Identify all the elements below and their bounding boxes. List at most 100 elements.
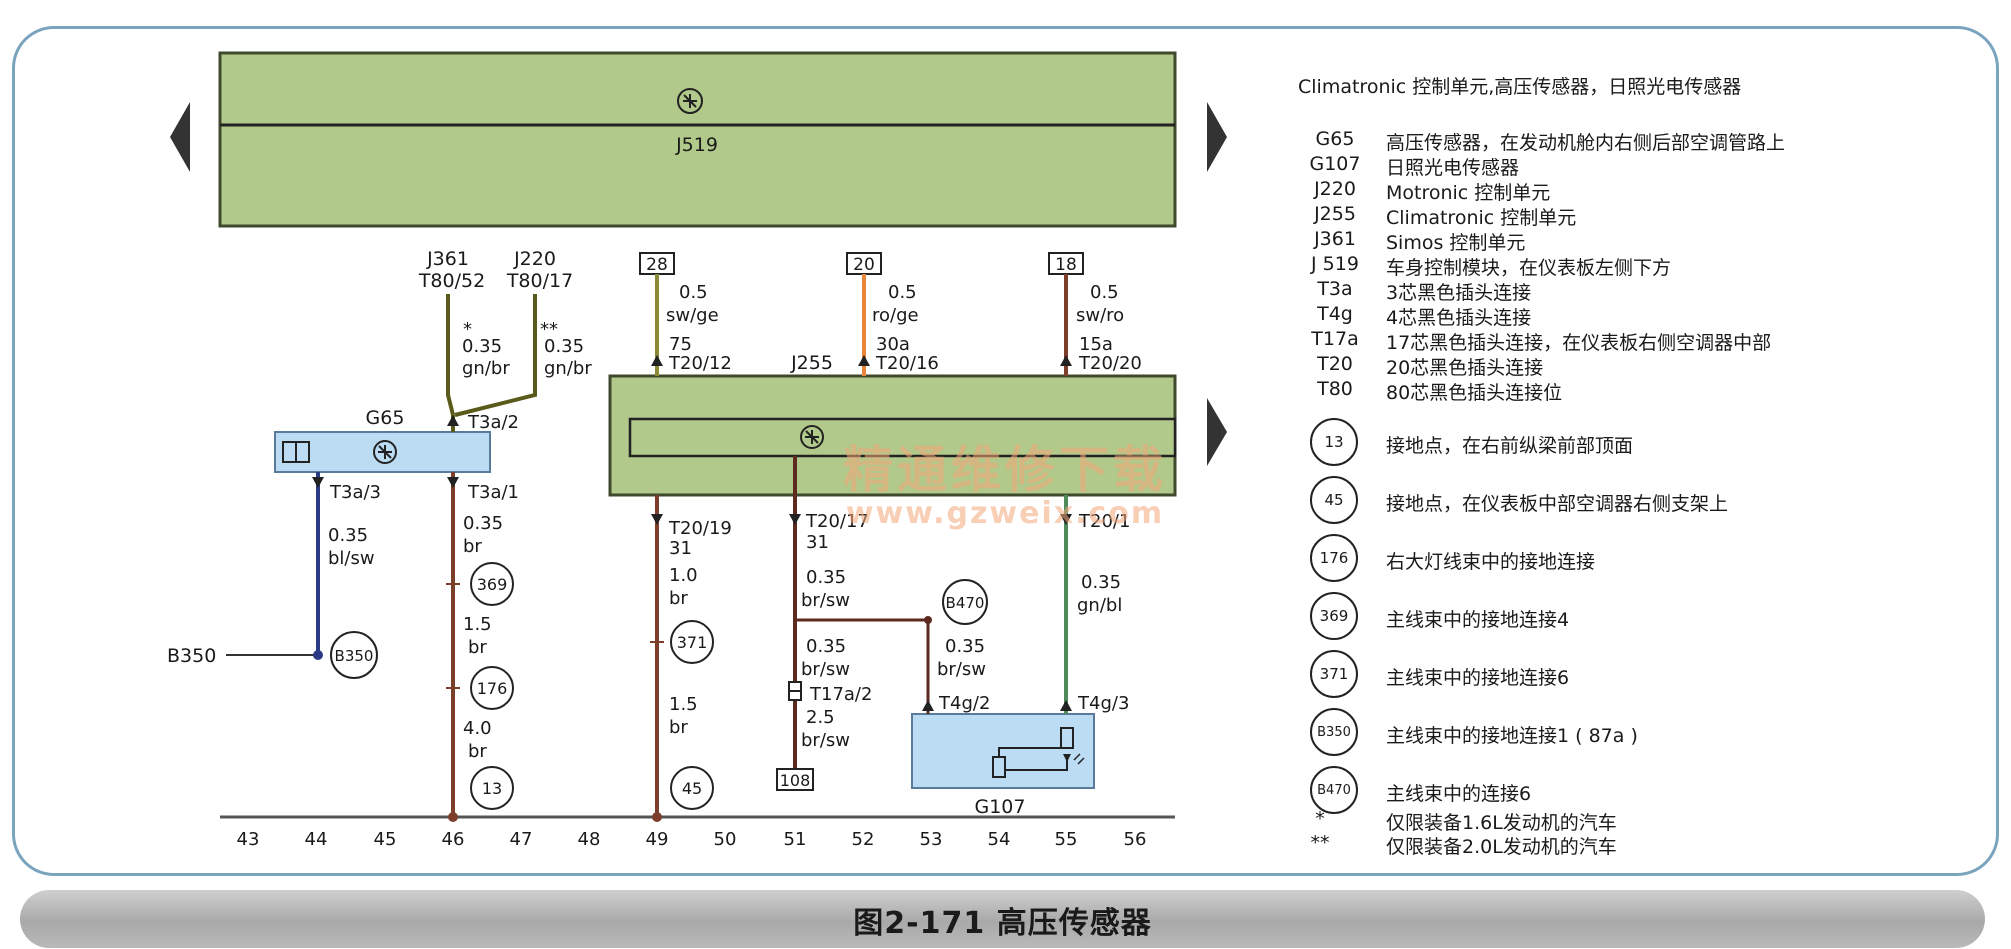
wire-color: br (463, 536, 482, 557)
track-number: 46 (442, 829, 465, 850)
wire-size: 0.35 (328, 525, 368, 546)
arrow-right-icon[interactable] (1207, 102, 1227, 172)
track-number: 54 (988, 829, 1011, 850)
ground-circle-label: B470 (946, 594, 985, 612)
legend-desc: 仅限装备2.0L发动机的汽车 (1386, 836, 1617, 858)
wire-color: gn/br (544, 358, 592, 379)
pin-t20-20: T20/20 (1078, 353, 1142, 374)
b350-lead-label: B350 (167, 645, 216, 667)
legend-desc: 3芯黑色插头连接 (1386, 282, 1532, 304)
legend-code: J361 (1314, 228, 1356, 250)
legend-desc: 17芯黑色插头连接，在仪表板右侧空调器中部 (1386, 332, 1772, 354)
ground-box-label: 108 (780, 771, 811, 790)
legend-code: ** (1310, 832, 1330, 854)
connection-circle-b470: B470 (942, 579, 988, 625)
legend-code: T3a (1317, 278, 1353, 300)
pin-t3a1: T3a/1 (467, 482, 519, 503)
legend-desc: Simos 控制单元 (1386, 232, 1526, 254)
wire-size: 1.5 (669, 694, 698, 715)
pin-t3a2: T3a/2 (467, 412, 519, 433)
fuse-box-number: 20 (853, 255, 875, 275)
legend-desc: 日照光电传感器 (1386, 157, 1520, 179)
t17a-connector-icon (788, 681, 802, 701)
ground-symbol-icon (373, 440, 397, 464)
wire-color: bl/sw (328, 548, 375, 569)
fuse-box-28: 28 (639, 252, 675, 275)
g65-label: G65 (366, 407, 405, 429)
pin-t20-12: T20/12 (668, 353, 732, 374)
legend-circle-item: 176 右大灯线束中的接地连接 (1290, 534, 1930, 590)
legend-item: T80 80芯黑色插头连接位 (1290, 378, 1930, 404)
pin-t4g3: T4g/3 (1077, 693, 1129, 714)
legend-desc: 仅限装备1.6L发动机的汽车 (1386, 812, 1617, 834)
legend-circle: B470 (1310, 766, 1358, 814)
wire-size: 0.35 (806, 567, 846, 588)
legend-desc: 主线束中的接地连接6 (1386, 667, 1570, 689)
track-number: 44 (305, 829, 328, 850)
ground-circle-371: 371 (670, 620, 714, 664)
ground-symbol-icon (677, 88, 703, 114)
pin-t4g2: T4g/2 (938, 693, 990, 714)
figure-caption: 图2-171 高压传感器 (853, 906, 1152, 941)
track-number: 45 (374, 829, 397, 850)
legend-code: T80 (1317, 378, 1353, 400)
legend-desc: 接地点，在仪表板中部空调器右侧支架上 (1386, 493, 1729, 515)
wire-color: br/sw (801, 659, 850, 680)
ground-circle-label: 371 (677, 633, 708, 652)
legend-code: G107 (1309, 153, 1361, 175)
track-number: 47 (510, 829, 533, 850)
legend-code: T20 (1317, 353, 1353, 375)
ground-circle-label: 369 (477, 575, 508, 594)
legend-item: T20 20芯黑色插头连接 (1290, 353, 1930, 379)
wire-size: 2.5 (806, 707, 835, 728)
j361-ref-label: J361 (426, 248, 469, 270)
wire-size: 0.35 (463, 513, 503, 534)
legend-note: *仅限装备1.6L发动机的汽车 (1290, 808, 1930, 834)
legend-code: T4g (1317, 303, 1353, 325)
g107-label: G107 (975, 796, 1026, 818)
ground-circle-label: B350 (335, 647, 374, 665)
j519-label: J519 (675, 134, 718, 156)
j255-module (608, 374, 1177, 497)
ground-circle-369: 369 (470, 562, 514, 606)
wire-size: 0.5 (679, 282, 708, 303)
star-note: * (463, 319, 472, 340)
legend-circle: 176 (1310, 534, 1358, 582)
legend-desc: 20芯黑色插头连接 (1386, 357, 1544, 379)
legend-desc: 高压传感器，在发动机舱内右侧后部空调管路上 (1386, 132, 1786, 154)
legend-desc: 右大灯线束中的接地连接 (1386, 551, 1596, 573)
legend-item: G107 日照光电传感器 (1290, 153, 1930, 179)
pin-t17a2: T17a/2 (809, 684, 872, 705)
pin-t20-16: T20/16 (875, 353, 939, 374)
wire-size: 4.0 (463, 718, 492, 739)
terminal-31: 31 (669, 538, 692, 559)
fuse-box-20: 20 (846, 252, 882, 275)
wire-size: 0.5 (1090, 282, 1119, 303)
ground-circle-45: 45 (670, 766, 714, 810)
legend-circle: 369 (1310, 592, 1358, 640)
legend-desc: 80芯黑色插头连接位 (1386, 382, 1563, 404)
ground-circle-label: 45 (682, 779, 702, 798)
track-number: 43 (237, 829, 260, 850)
fuse-box-number: 28 (646, 255, 668, 275)
wire-size: 1.0 (669, 565, 698, 586)
legend-desc: Motronic 控制单元 (1386, 182, 1551, 204)
ground-dot (652, 812, 662, 822)
track-number: 49 (646, 829, 669, 850)
pin-t20-17: T20/17 (805, 511, 869, 532)
double-star-note: ** (540, 319, 558, 340)
arrow-left-icon[interactable] (170, 102, 190, 172)
j220-pin-label: T80/17 (506, 270, 573, 292)
legend-item: T3a 3芯黑色插头连接 (1290, 278, 1930, 304)
arrow-right-icon[interactable] (1207, 398, 1227, 466)
wire-color: br (468, 741, 487, 762)
track-number: 48 (578, 829, 601, 850)
j255-label: J255 (790, 352, 833, 374)
legend-title: Climatronic 控制单元,高压传感器，日照光电传感器 (1298, 76, 1742, 98)
track-number: 53 (920, 829, 943, 850)
track-number: 56 (1124, 829, 1147, 850)
legend-code: G65 (1315, 128, 1355, 150)
